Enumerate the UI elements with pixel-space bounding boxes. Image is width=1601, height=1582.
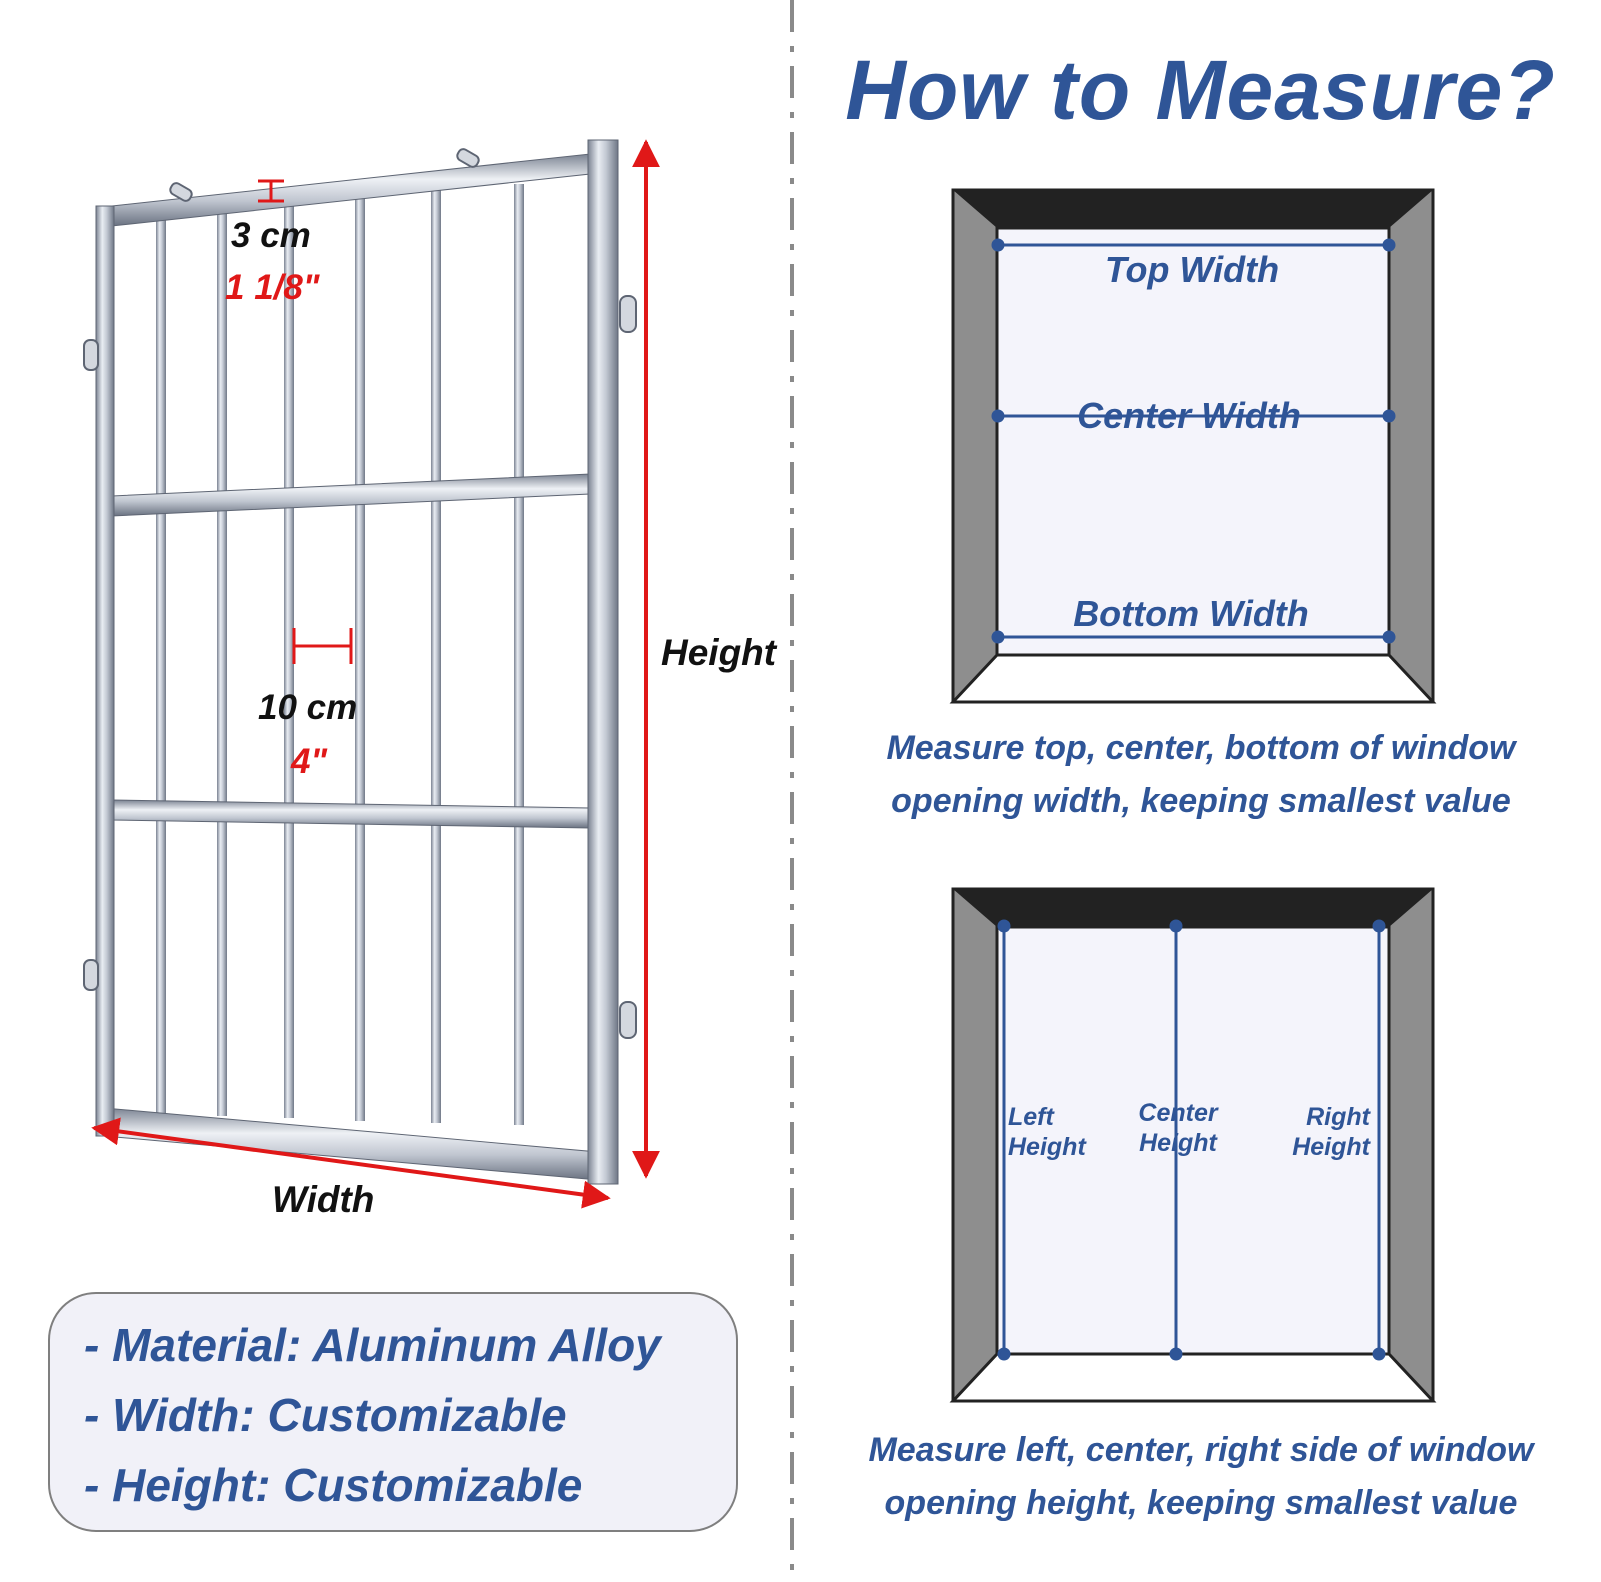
bar-thickness-in-label: 1 1/8" (225, 268, 320, 307)
right-post (587, 139, 619, 1185)
page-title: How to Measure? (845, 43, 1556, 137)
width-measure-diagram: Top Width Center Width Bottom Width (949, 188, 1437, 704)
width-arrow (91, 1117, 611, 1209)
width-caption-line2: opening width, keeping smallest value (891, 782, 1511, 820)
right-height-label-line2: Height (1292, 1133, 1371, 1161)
spec-box: - Material: Aluminum Alloy - Width: Cust… (48, 1292, 738, 1532)
height-caption-line1: Measure left, center, right side of wind… (868, 1431, 1534, 1469)
window-grate-illustration: 3 cm 1 1/8" 10 cm 4" Height Width (83, 139, 778, 1220)
center-height-label-line1: Center (1138, 1099, 1218, 1127)
vertical-bars (156, 184, 524, 1125)
bar-spacing-in-label: 4" (290, 742, 327, 781)
height-label: Height (661, 632, 778, 673)
left-height-label-line2: Height (1008, 1133, 1087, 1161)
left-height-label-line1: Left (1008, 1103, 1056, 1131)
bar-thickness-cm-label: 3 cm (231, 216, 311, 255)
spec-material: - Material: Aluminum Alloy (84, 1319, 661, 1371)
width-measure-lines (991, 238, 1396, 644)
bar-spacing-cm-label: 10 cm (258, 688, 357, 727)
height-caption-line2: opening height, keeping smallest value (884, 1484, 1518, 1522)
width-caption-line1: Measure top, center, bottom of window (886, 729, 1516, 767)
center-width-label: Center Width (1077, 395, 1301, 436)
spec-height: - Height: Customizable (84, 1459, 583, 1511)
right-height-label-line1: Right (1306, 1103, 1372, 1131)
spec-width: - Width: Customizable (84, 1389, 567, 1441)
top-width-label: Top Width (1105, 249, 1279, 290)
width-caption: Measure top, center, bottom of window op… (806, 722, 1596, 828)
height-caption: Measure left, center, right side of wind… (806, 1424, 1596, 1530)
height-measure-diagram: Left Height Center Height Right Height (949, 887, 1437, 1403)
bar-thickness-marker (258, 179, 284, 203)
bar-spacing-marker (292, 628, 353, 664)
height-measure-lines (997, 919, 1386, 1361)
bottom-width-label: Bottom Width (1073, 593, 1309, 634)
center-height-label-line2: Height (1139, 1129, 1218, 1157)
width-label: Width (272, 1179, 374, 1220)
